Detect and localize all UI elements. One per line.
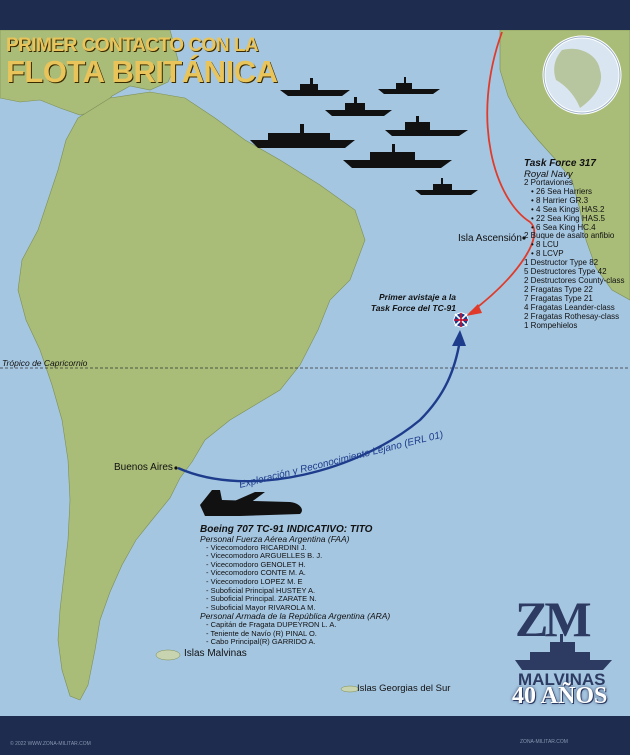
warship-icon <box>378 77 440 94</box>
crew-member: - Suboficial Principal HUSTEY A. <box>206 585 316 595</box>
task-force-item: 2 Fragatas Type 22 <box>524 284 593 294</box>
aircraft-title: Boeing 707 TC-91 INDICATIVO: TITO <box>200 524 373 535</box>
crew-member: - Vicecomodoro GENOLET H. <box>206 559 306 569</box>
globe-icon <box>542 35 622 115</box>
logo-mark: ZM <box>515 591 592 647</box>
crew-member: - Vicecomodoro LOPEZ M. E <box>206 576 303 586</box>
task-force-item: 2 Portaviones <box>524 178 573 187</box>
first-sighting-marker <box>453 312 469 328</box>
task-force-item: • 22 Sea King HAS.5 <box>531 213 605 223</box>
warship-icon <box>250 124 355 148</box>
task-force-item: 2 Fragatas Rothesay-class <box>524 311 620 321</box>
crew-member: - Cabo Principal(R) GARRIDO A. <box>206 637 316 647</box>
footer-left: © 2022 WWW.ZONA-MILITAR.COM <box>10 741 91 747</box>
label-tropic: Trópico de Capricornio <box>2 358 88 368</box>
label-malvinas: Islas Malvinas <box>184 648 247 659</box>
footer-right: ZONA-MILITAR.COM <box>520 739 568 745</box>
crew-member: - Capitán de Fragata DUPEYRON L. A. <box>206 619 337 629</box>
crew-member: - Suboficial Principal. ZARATE N. <box>206 594 317 604</box>
task-force-item: 1 Rompehielos <box>524 320 578 330</box>
task-force-item: 2 Destructores County-class <box>524 275 625 285</box>
buenos-aires-dot <box>174 466 178 470</box>
task-force-item: • 8 LCVP <box>531 249 564 259</box>
crew-member: - Suboficial Mayor RIVAROLA M. <box>206 602 316 612</box>
boeing-707-icon <box>200 490 302 516</box>
south-georgia <box>340 685 360 693</box>
task-force-item: 1 Destructor Type 82 <box>524 258 599 268</box>
task-force-subtitle: Royal Navy <box>524 169 573 180</box>
warship-icons <box>250 77 478 195</box>
task-force-item: 5 Destructores Type 42 <box>524 267 607 277</box>
bottom-frame-bar <box>0 716 630 755</box>
task-force-item: • 8 LCU <box>531 240 559 250</box>
task-force-title: Task Force 317 <box>524 158 596 169</box>
logo-years: 40 AÑOS <box>512 683 608 709</box>
crew-list: Personal Fuerza Aérea Argentina (FAA)- V… <box>200 535 390 647</box>
route-task-force <box>469 31 536 314</box>
first-sighting-line-1: Primer avistaje a la <box>378 292 456 302</box>
top-frame-bar <box>0 0 630 30</box>
label-buenos-aires: Buenos Aires <box>114 462 173 473</box>
title-line-1: PRIMER CONTACTO CON LA <box>6 35 259 56</box>
land-south-america <box>17 91 366 701</box>
first-sighting-line-2: Task Force del TC-91 <box>370 303 456 313</box>
falkland-islands <box>155 649 181 661</box>
route-erl01 <box>177 339 462 483</box>
crew-member: - Vicecomodoro ARGUELLES B. J. <box>206 551 323 561</box>
logo-ship-icon <box>515 634 612 670</box>
title-line-2: FLOTA BRITÁNICA <box>6 54 278 89</box>
task-force-list: 2 Portaviones• 26 Sea Harriers• 8 Harrie… <box>524 178 625 330</box>
task-force-item: • 4 Sea Kings HAS.2 <box>531 204 605 214</box>
crew-member: - Vicecomodoro RICARDINI J. <box>206 542 307 552</box>
label-georgias: Islas Georgias del Sur <box>357 683 451 694</box>
route-erl01-arrowhead <box>452 330 466 346</box>
route-task-force-arrowhead <box>466 304 482 316</box>
first-sighting-label: Primer avistaje a la Task Force del TC-9… <box>360 292 456 314</box>
task-force-item: • 6 Sea King HC.4 <box>531 222 596 232</box>
warship-icon <box>415 178 478 195</box>
task-force-item: 4 Fragatas Leander-class <box>524 302 615 312</box>
crew-member: - Vicecomodoro CONTE M. A. <box>206 568 306 578</box>
warship-icon <box>385 116 468 136</box>
task-force-item: • 8 Harrier GR.3 <box>531 195 589 205</box>
warship-icon <box>343 144 452 168</box>
crew-member: - Teniente de Navío (R) PINAL O. <box>206 628 317 638</box>
task-force-item: • 26 Sea Harriers <box>531 186 593 196</box>
warship-icon <box>325 97 392 116</box>
crew-group-header: Personal Fuerza Aérea Argentina (FAA) <box>200 534 350 544</box>
warship-icon <box>280 78 350 96</box>
label-ascension: Isla Ascensión <box>458 233 522 244</box>
ascension-dot <box>522 236 526 240</box>
task-force-item: 2 Buque de asalto anfibio <box>524 231 615 241</box>
task-force-item: 7 Fragatas Type 21 <box>524 293 593 303</box>
logo-name: MALVINAS <box>518 670 606 689</box>
crew-group-header: Personal Armada de la República Argentin… <box>200 611 391 622</box>
map: Exploración y Reconocimiento Lejano (ERL… <box>0 30 630 716</box>
